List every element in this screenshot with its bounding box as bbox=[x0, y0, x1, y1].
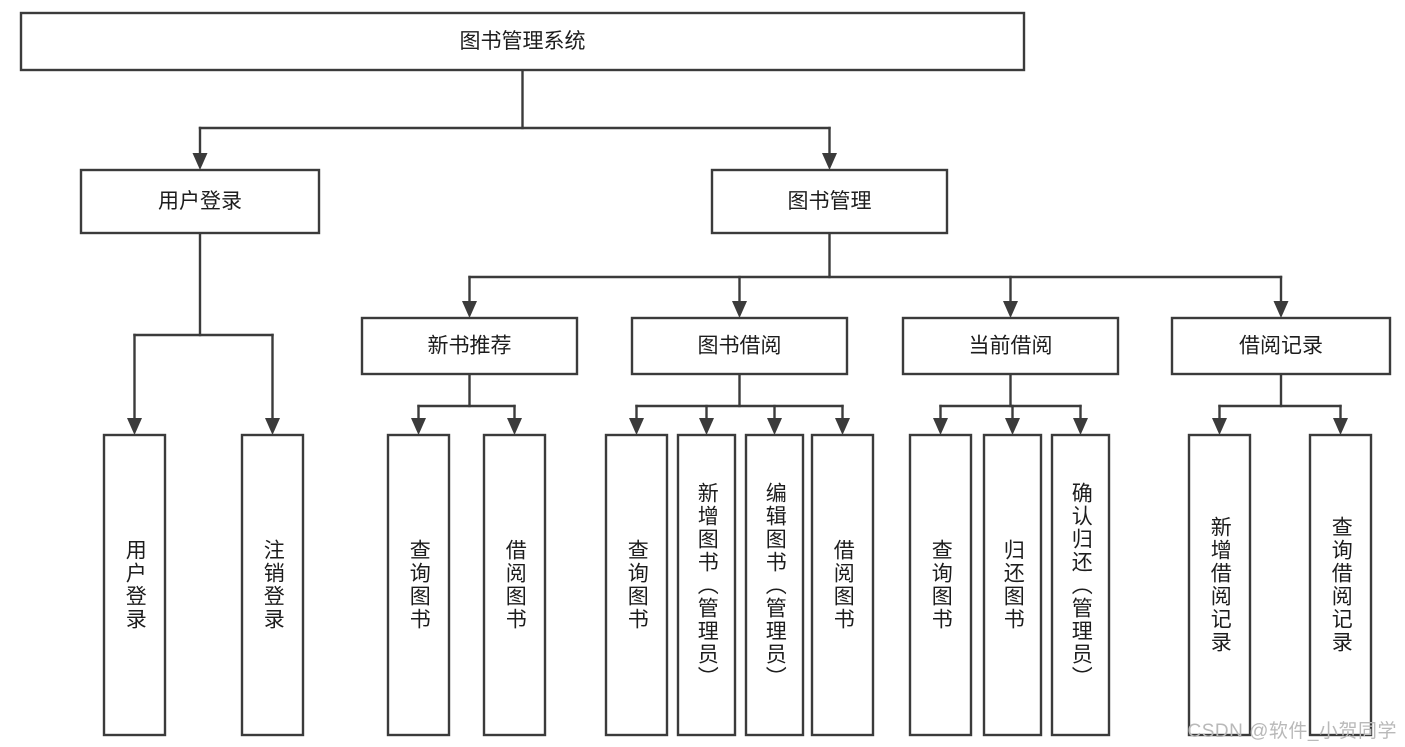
node-box bbox=[1170, 316, 1392, 376]
node-label: 用户登录 bbox=[158, 190, 242, 213]
node-leaf-query-book-rec[interactable] bbox=[386, 433, 451, 737]
node-leaf-add-record[interactable] bbox=[1187, 433, 1252, 737]
connector-arrowhead bbox=[835, 418, 850, 435]
connector-arrowhead bbox=[732, 301, 747, 318]
connector-arrowhead bbox=[1212, 418, 1227, 435]
node-leaf-borrow-book[interactable] bbox=[810, 433, 875, 737]
node-box bbox=[901, 316, 1120, 376]
connector-arrowhead bbox=[629, 418, 644, 435]
node-book-borrow[interactable] bbox=[630, 316, 849, 376]
node-label: 借阅记录 bbox=[1239, 335, 1323, 358]
node-leaf-query-book-cur[interactable] bbox=[908, 433, 973, 737]
node-new-book-rec[interactable] bbox=[360, 316, 579, 376]
node-box bbox=[630, 316, 849, 376]
node-box bbox=[360, 316, 579, 376]
node-label: 图书管理系统 bbox=[460, 30, 586, 53]
node-current-borrow[interactable] bbox=[901, 316, 1120, 376]
node-leaf-query-book-borrow[interactable] bbox=[604, 433, 669, 737]
connector-arrowhead bbox=[507, 418, 522, 435]
node-box bbox=[1187, 433, 1252, 737]
node-label: 当前借阅 bbox=[969, 335, 1053, 358]
node-box bbox=[908, 433, 973, 737]
node-box bbox=[79, 168, 321, 235]
node-box bbox=[710, 168, 949, 235]
node-borrow-record[interactable] bbox=[1170, 316, 1392, 376]
connector-arrowhead bbox=[127, 418, 142, 435]
node-leaf-return-book[interactable] bbox=[982, 433, 1043, 737]
connector-arrowhead bbox=[265, 418, 280, 435]
connector-arrowhead bbox=[192, 153, 208, 170]
node-leaf-add-book[interactable] bbox=[676, 433, 737, 737]
connector-arrowhead bbox=[699, 418, 714, 435]
node-leaf-user-login[interactable] bbox=[102, 433, 167, 737]
connector-arrowhead bbox=[411, 418, 426, 435]
node-box bbox=[102, 433, 167, 737]
node-box bbox=[19, 11, 1026, 72]
node-label: 图书管理 bbox=[788, 190, 872, 213]
node-root[interactable] bbox=[19, 11, 1026, 72]
node-box bbox=[240, 433, 305, 737]
connector-arrowhead bbox=[933, 418, 948, 435]
node-book-admin[interactable] bbox=[710, 168, 949, 235]
connector-arrowhead bbox=[462, 301, 477, 318]
node-leaf-borrow-book-rec[interactable] bbox=[482, 433, 547, 737]
connector-arrowhead bbox=[1003, 301, 1018, 318]
node-box bbox=[810, 433, 875, 737]
node-layer bbox=[19, 11, 1392, 737]
node-box bbox=[982, 433, 1043, 737]
connector-arrowhead bbox=[1073, 418, 1088, 435]
node-box bbox=[482, 433, 547, 737]
node-user-login[interactable] bbox=[79, 168, 321, 235]
node-box bbox=[1050, 433, 1111, 737]
connector-arrowhead bbox=[767, 418, 782, 435]
node-leaf-user-logout[interactable] bbox=[240, 433, 305, 737]
node-box bbox=[744, 433, 805, 737]
node-box bbox=[1308, 433, 1373, 737]
connector-arrowhead bbox=[822, 153, 837, 170]
node-box bbox=[386, 433, 451, 737]
connector-arrowhead bbox=[1333, 418, 1348, 435]
connector-arrowhead bbox=[1273, 301, 1289, 318]
node-leaf-edit-book[interactable] bbox=[744, 433, 805, 737]
node-label: 图书借阅 bbox=[698, 335, 782, 358]
node-label: 新书推荐 bbox=[428, 335, 512, 358]
node-box bbox=[676, 433, 737, 737]
connector-arrowhead bbox=[1005, 418, 1020, 435]
connector-layer bbox=[127, 68, 1348, 435]
watermark: CSDN @软件_小贺同学 bbox=[1187, 721, 1397, 742]
node-leaf-query-record[interactable] bbox=[1308, 433, 1373, 737]
node-box bbox=[604, 433, 669, 737]
node-leaf-confirm-return[interactable] bbox=[1050, 433, 1111, 737]
